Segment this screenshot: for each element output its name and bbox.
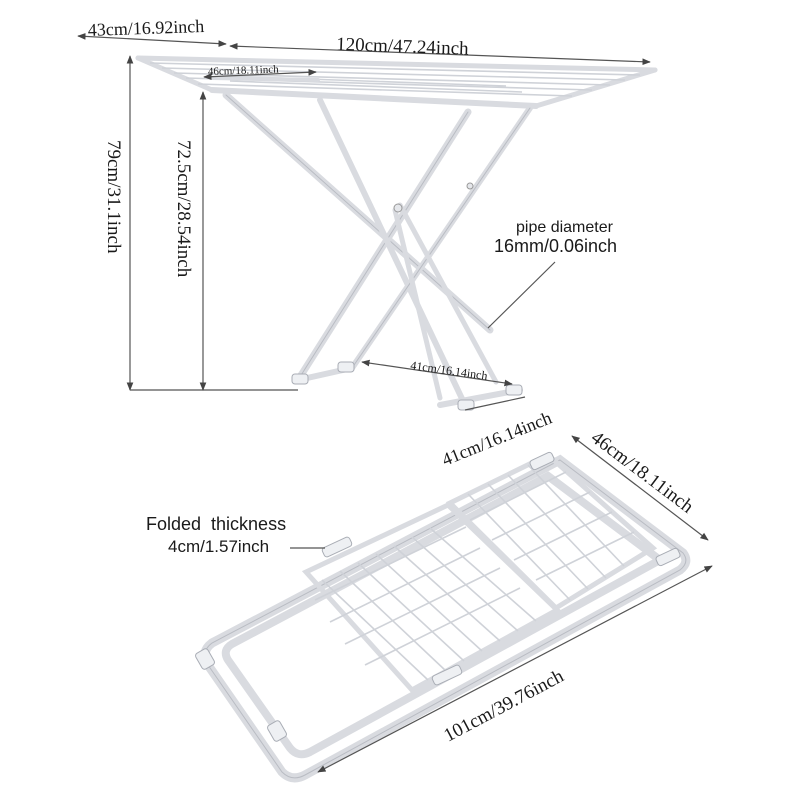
- x-frame-legs: [222, 91, 533, 411]
- wing-depth-label: 43cm/16.92inch: [87, 16, 204, 40]
- total-height-label: 79cm/31.1inch: [103, 140, 124, 254]
- folded-thickness-label: Folded thickness: [146, 514, 286, 534]
- inner-foot-width-label: 41cm/16.14inch: [410, 358, 489, 383]
- center-width-label: 46cm/18.11inch: [208, 64, 280, 78]
- rail-height-label: 72.5cm/28.54inch: [173, 140, 194, 278]
- folded-dimension-lines: [290, 435, 713, 773]
- folded-thickness-value: 4cm/1.57inch: [168, 537, 269, 556]
- folded-length-label: 101cm/39.76inch: [440, 665, 567, 746]
- upright-dimension-lines: [77, 33, 651, 411]
- pipe-diameter-value: 16mm/0.06inch: [494, 236, 617, 256]
- total-length-label: 120cm/47.24inch: [336, 34, 470, 60]
- folded-rack-drawing: [195, 451, 691, 783]
- pipe-diameter-label: pipe diameter: [516, 219, 614, 236]
